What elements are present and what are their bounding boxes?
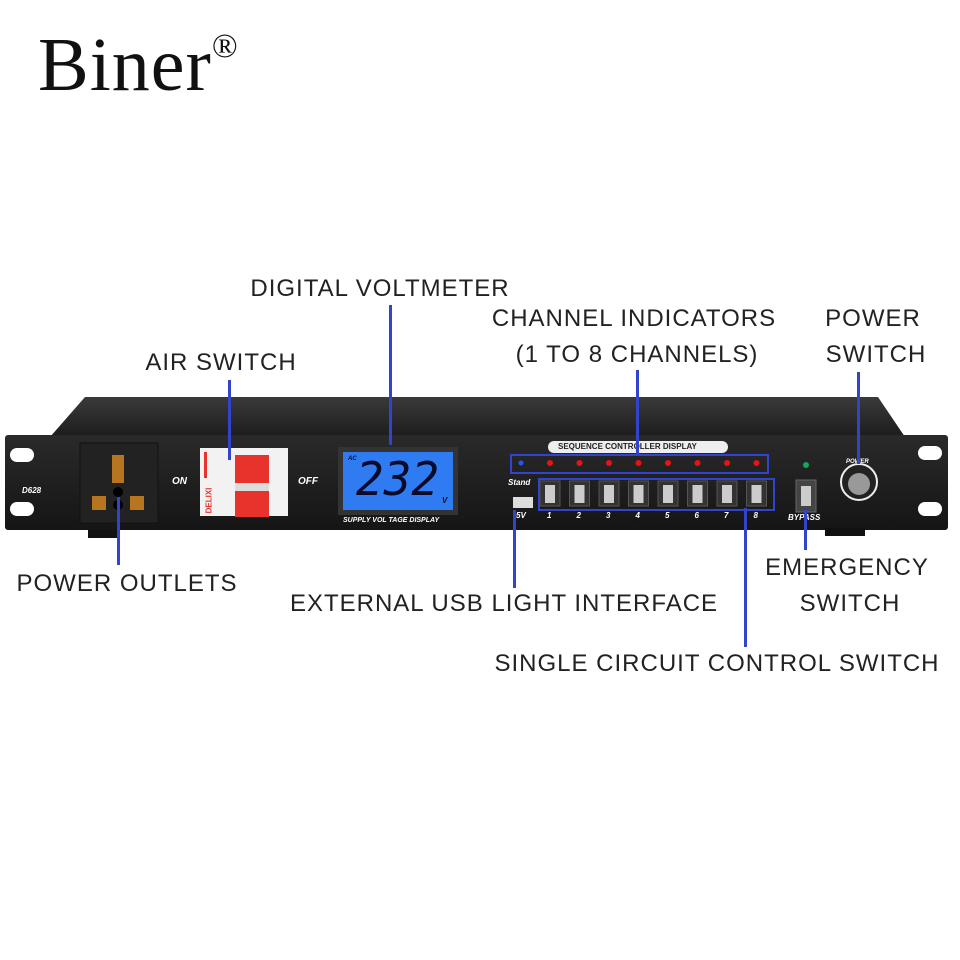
- channel-switch-7[interactable]: [722, 485, 732, 503]
- sequence-title: SEQUENCE CONTROLLER DISPLAY: [558, 442, 697, 451]
- channel-number: 1: [547, 511, 552, 520]
- channel-number: 3: [606, 511, 611, 520]
- off-label: OFF: [298, 476, 318, 487]
- channel-led-1: [547, 460, 553, 466]
- callout-line: [636, 370, 639, 456]
- channel-switches-box: [538, 478, 775, 511]
- breaker-maker-label: DELIXI: [204, 487, 214, 514]
- standby-led: [518, 460, 524, 466]
- channel-switch-4[interactable]: [633, 485, 644, 503]
- label-digital-voltmeter: DIGITAL VOLTMETER: [250, 275, 510, 302]
- unit-label: V: [442, 496, 448, 505]
- channel-led-8: [753, 460, 760, 466]
- callout-line: [744, 508, 747, 647]
- channel-switch-8[interactable]: [751, 485, 762, 503]
- channel-switch-5[interactable]: [663, 485, 673, 503]
- label-channel-indicators: CHANNEL INDICATORS: [491, 305, 777, 332]
- channel-number: 6: [694, 511, 699, 520]
- channel-led-6: [694, 460, 701, 466]
- usb-port: [513, 497, 533, 508]
- channel-led-3: [606, 460, 612, 466]
- channel-number: 8: [753, 511, 758, 520]
- on-label: ON: [172, 476, 187, 487]
- channel-number: 2: [576, 511, 581, 520]
- channel-led-5: [665, 460, 671, 466]
- 5v-label: 5V: [516, 511, 526, 520]
- channel-number: 5: [665, 511, 670, 520]
- channel-indicators-box: [510, 454, 769, 474]
- channel-led-7: [724, 460, 730, 466]
- rack-hole: [10, 502, 34, 516]
- voltmeter-lcd: [343, 452, 453, 510]
- callout-line: [513, 510, 516, 588]
- stand-label: Stand: [508, 478, 531, 487]
- label-power-switch-2: SWITCH: [825, 341, 927, 368]
- label-channel-range: (1 TO 8 CHANNELS): [515, 341, 759, 368]
- voltmeter-caption: SUPPLY VOL TAGE DISPLAY: [343, 517, 440, 524]
- chassis-top: [50, 397, 905, 437]
- channel-number: 7: [724, 511, 729, 520]
- ac-label: AC: [348, 456, 357, 462]
- channel-led-2: [576, 460, 583, 466]
- label-power-switch: POWER: [825, 305, 921, 332]
- brand-logo: Biner®: [38, 23, 239, 107]
- callout-line: [228, 380, 231, 460]
- rack-hole: [918, 502, 942, 516]
- callout-line: [857, 372, 860, 464]
- model-label: D628: [22, 486, 42, 495]
- label-emergency-switch-2: SWITCH: [799, 590, 901, 617]
- rack-hole: [918, 446, 942, 460]
- channel-number: 4: [635, 511, 640, 520]
- channel-switch-3[interactable]: [604, 485, 614, 503]
- rack-hole: [10, 448, 34, 462]
- channel-switch-1[interactable]: [545, 485, 555, 503]
- label-usb-interface: EXTERNAL USB LIGHT INTERFACE: [289, 590, 719, 617]
- label-air-switch: AIR SWITCH: [145, 349, 297, 376]
- callout-line: [804, 510, 807, 550]
- channel-switch-6[interactable]: [692, 485, 703, 503]
- bypass-led: [803, 462, 809, 468]
- channel-led-4: [635, 460, 642, 466]
- voltage-reading: 232: [356, 452, 440, 506]
- label-power-outlets: POWER OUTLETS: [16, 570, 238, 597]
- label-emergency-switch: EMERGENCY: [765, 554, 929, 581]
- channel-switch-2[interactable]: [574, 485, 585, 503]
- callout-line: [389, 305, 392, 445]
- callout-line: [117, 497, 120, 565]
- label-single-circuit: SINGLE CIRCUIT CONTROL SWITCH: [494, 650, 940, 677]
- bypass-switch: [801, 486, 811, 506]
